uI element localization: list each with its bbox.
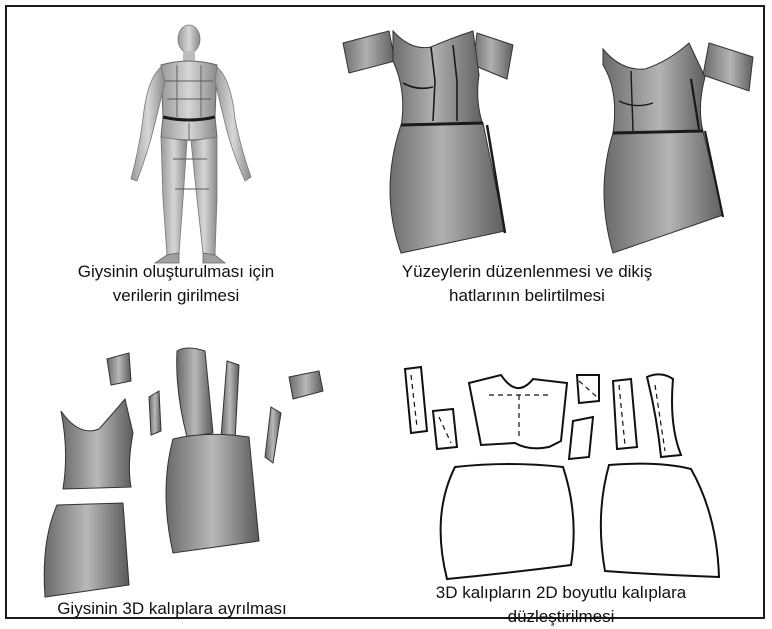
caption-step3-line1: Giysinin 3D kalıplara ayrılması bbox=[17, 597, 327, 621]
flattened-2d-patterns bbox=[399, 365, 735, 583]
caption-step1-line2: verilerin girilmesi bbox=[31, 284, 321, 308]
caption-step2: Yüzeylerin düzenlenmesi ve dikiş hatları… bbox=[367, 260, 687, 308]
caption-step2-line1: Yüzeylerin düzenlenmesi ve dikiş bbox=[367, 260, 687, 284]
caption-step2-line2: hatlarının belirtilmesi bbox=[367, 284, 687, 308]
exploded-3d-pieces bbox=[27, 341, 357, 601]
caption-step4: 3D kalıpların 2D boyutlu kalıplara düzle… bbox=[391, 581, 731, 629]
caption-step3: Giysinin 3D kalıplara ayrılması bbox=[17, 597, 327, 621]
caption-step4-line1: 3D kalıpların 2D boyutlu kalıplara bbox=[391, 581, 731, 605]
caption-step1: Giysinin oluşturulması için verilerin gi… bbox=[31, 260, 321, 308]
caption-step1-line1: Giysinin oluşturulması için bbox=[31, 260, 321, 284]
garment-front-view bbox=[337, 21, 527, 263]
figure-frame: Giysinin oluşturulması için verilerin gi… bbox=[5, 5, 765, 619]
caption-step4-line2: düzleştirilmesi bbox=[391, 605, 731, 629]
mannequin-illustration bbox=[117, 19, 267, 271]
garment-back-view bbox=[573, 21, 763, 263]
